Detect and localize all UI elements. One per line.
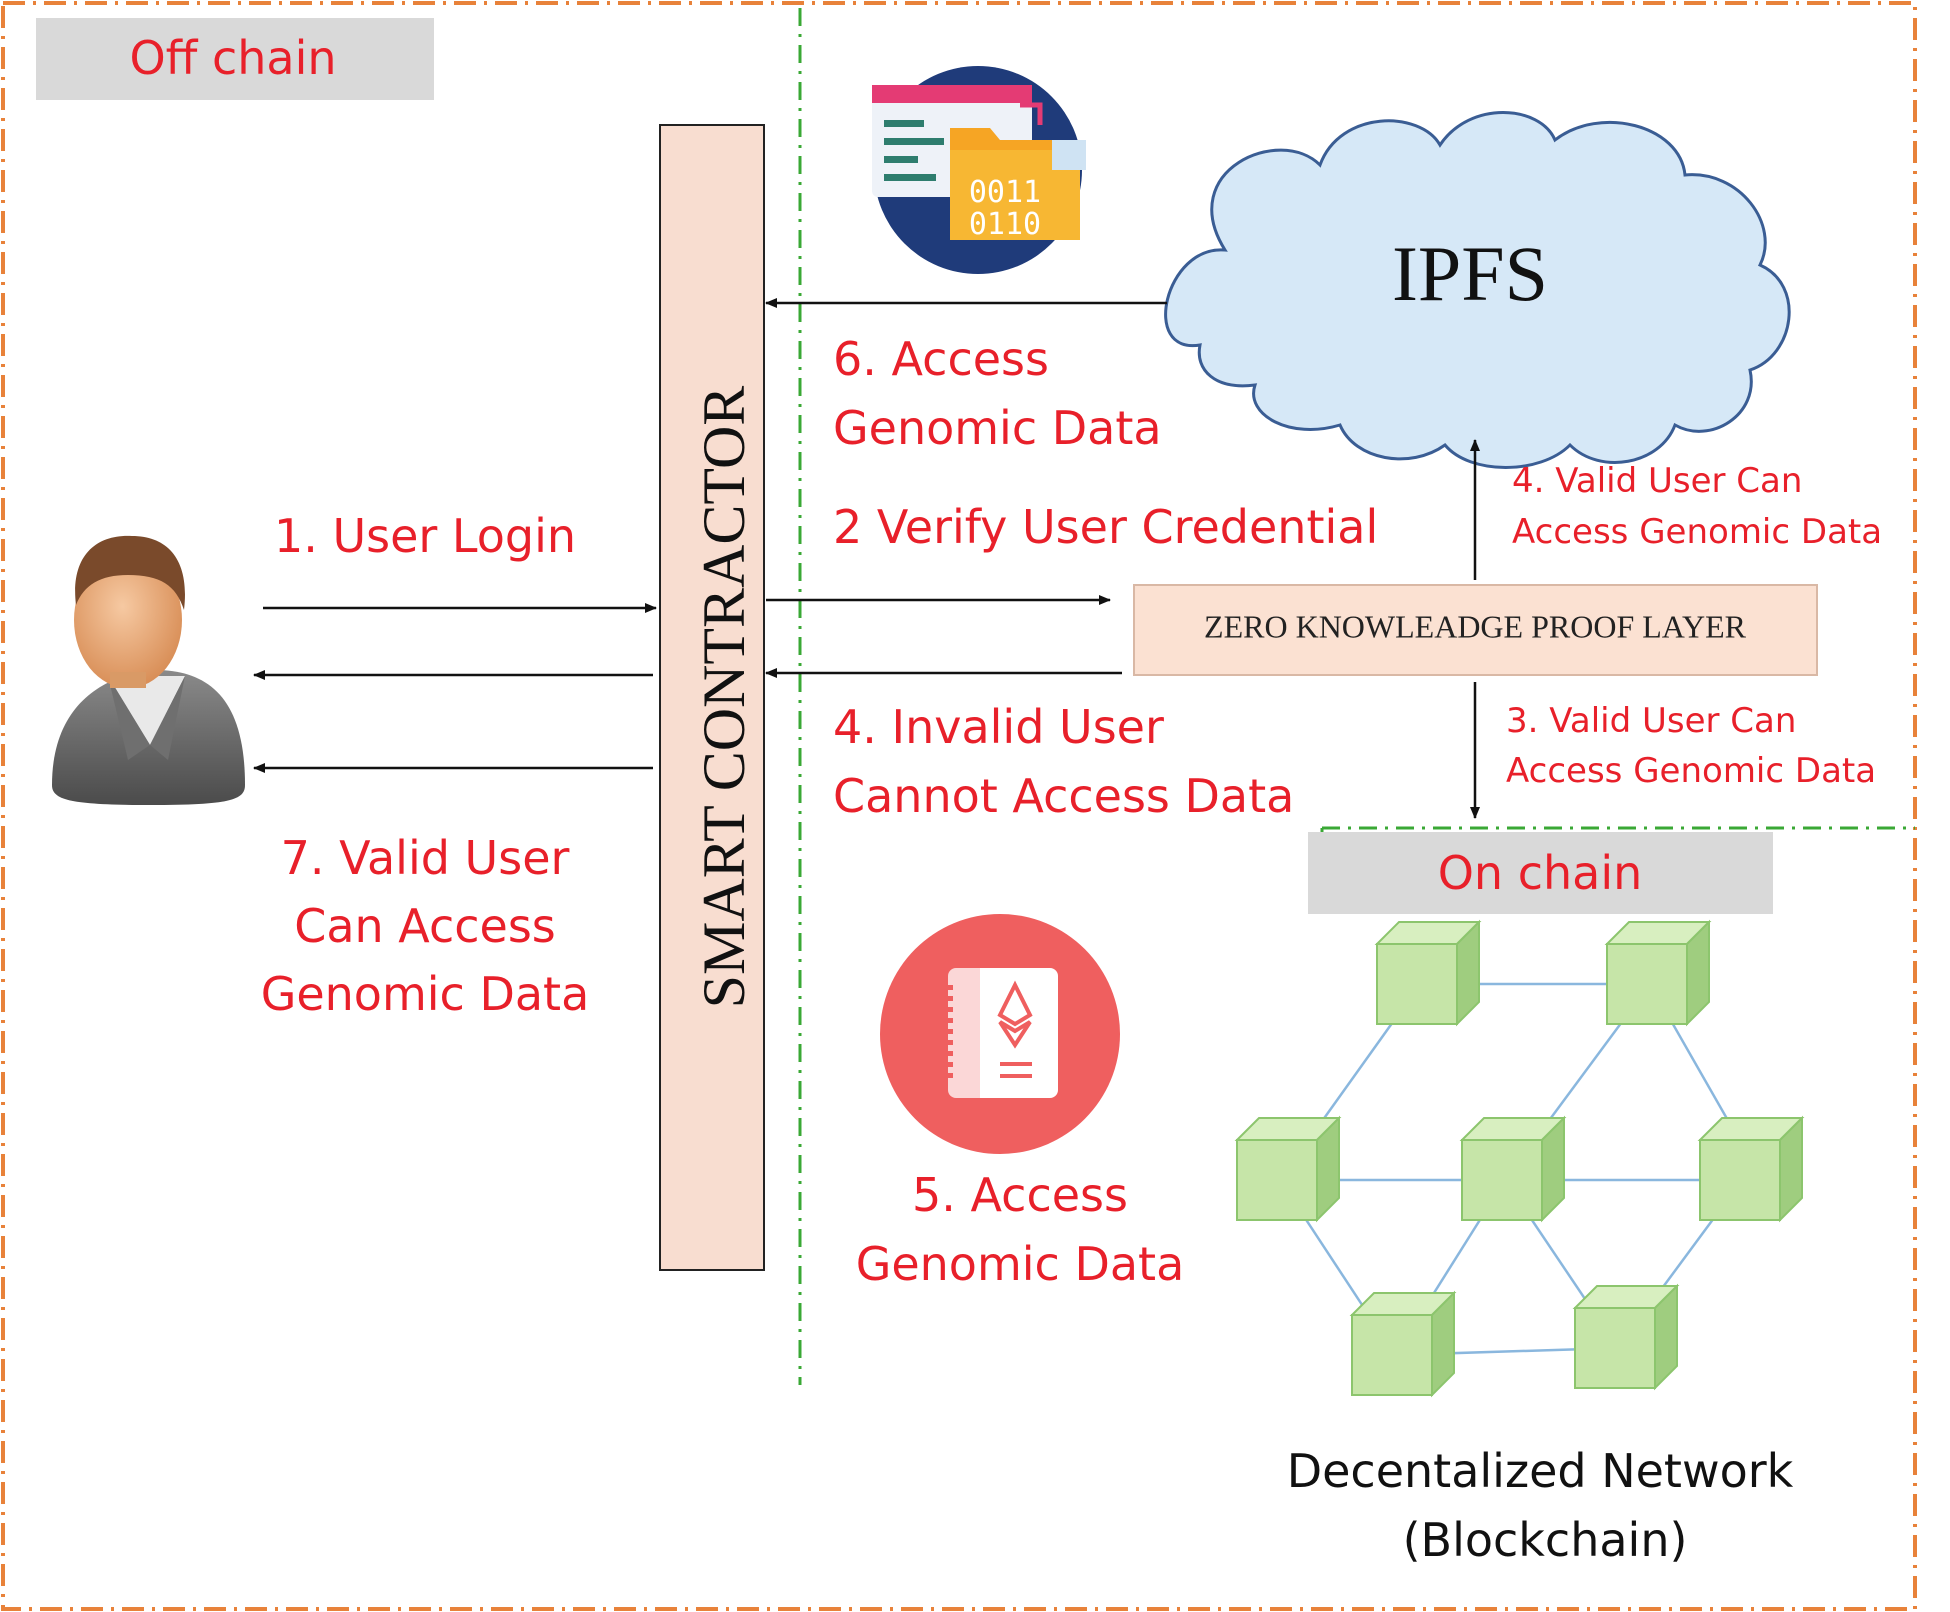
on-chain-label: On chain xyxy=(1438,846,1643,900)
blockchain-cube-icon xyxy=(1349,1290,1457,1398)
step-invalid-line2: Cannot Access Data xyxy=(833,769,1294,823)
step-user-login: 1. User Login xyxy=(274,509,576,563)
blockchain-network xyxy=(1234,919,1805,1398)
step-valid-user-line2: Can Access xyxy=(294,899,556,953)
smart-contract-label: SMART CONTRACTOR xyxy=(691,386,757,1009)
step-invalid-group: 4. Invalid User Cannot Access Data xyxy=(833,700,1294,823)
step-valid-to-ipfs-line1: 4. Valid User Can xyxy=(1512,461,1802,501)
file-folder-code-icon: 0011 0110 xyxy=(872,66,1086,274)
blockchain-cube-icon xyxy=(1374,919,1482,1027)
ipfs-label: IPFS xyxy=(1392,230,1548,317)
step-chain-access-group: 5. Access Genomic Data xyxy=(856,1168,1185,1291)
step-invalid-line1: 4. Invalid User xyxy=(833,700,1164,754)
network-caption-line2: (Blockchain) xyxy=(1403,1513,1688,1567)
step-ipfs-access-line1: 6. Access xyxy=(833,332,1049,386)
ethereum-notebook-icon xyxy=(880,914,1120,1154)
zkp-layer-box: ZERO KNOWLEADGE PROOF LAYER xyxy=(1133,584,1818,676)
step-valid-to-ipfs-line2: Access Genomic Data xyxy=(1512,512,1882,552)
off-chain-label-box: Off chain xyxy=(36,18,434,100)
off-chain-label: Off chain xyxy=(129,31,336,85)
blockchain-cube-icon xyxy=(1572,1283,1680,1391)
step-valid-to-chain-line2: Access Genomic Data xyxy=(1506,751,1876,791)
step-verify-credential: 2 Verify User Credential xyxy=(833,500,1378,554)
network-caption: Decentalized Network (Blockchain) xyxy=(1287,1444,1794,1567)
step-valid-to-chain-group: 3. Valid User Can Access Genomic Data xyxy=(1506,701,1876,791)
zkp-label: ZERO KNOWLEADGE PROOF LAYER xyxy=(1204,608,1747,644)
network-caption-line1: Decentalized Network xyxy=(1287,1444,1794,1498)
step-valid-user-line3: Genomic Data xyxy=(261,967,590,1021)
step-ipfs-access-group: 6. Access Genomic Data xyxy=(833,332,1162,455)
step-valid-to-chain-line1: 3. Valid User Can xyxy=(1506,701,1796,741)
ipfs-cloud: IPFS xyxy=(1164,111,1791,469)
step-chain-access-line2: Genomic Data xyxy=(856,1237,1185,1291)
file-icon-digits-1: 0011 xyxy=(969,175,1041,210)
step-ipfs-access-line2: Genomic Data xyxy=(833,401,1162,455)
smart-contract-bar: SMART CONTRACTOR xyxy=(659,124,765,1271)
blockchain-cube-icon xyxy=(1697,1115,1805,1223)
blockchain-cube-icon xyxy=(1459,1115,1567,1223)
step-valid-to-ipfs-group: 4. Valid User Can Access Genomic Data xyxy=(1512,461,1882,552)
user-avatar-icon xyxy=(52,535,245,805)
on-chain-label-box: On chain xyxy=(1308,832,1773,914)
step-valid-user-group: 7. Valid User Can Access Genomic Data xyxy=(261,831,590,1021)
blockchain-cube-icon xyxy=(1604,919,1712,1027)
step-chain-access-line1: 5. Access xyxy=(912,1168,1128,1222)
step-valid-user-line1: 7. Valid User xyxy=(281,831,570,885)
blockchain-cube-icon xyxy=(1234,1115,1342,1223)
file-icon-digits-2: 0110 xyxy=(969,207,1041,242)
